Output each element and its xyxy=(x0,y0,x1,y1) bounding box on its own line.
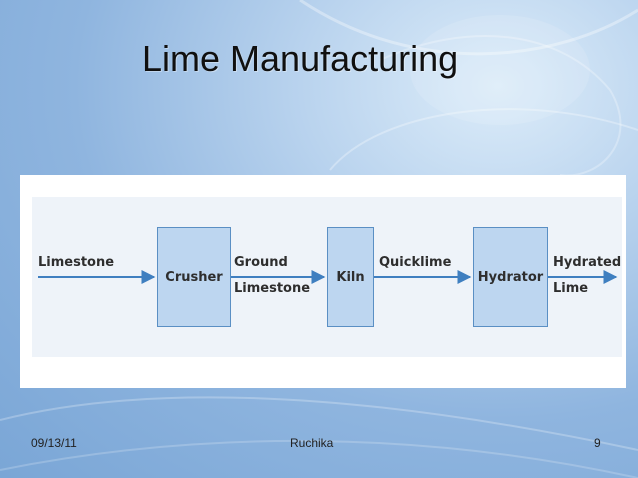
process-flow-diagram: Crusher Kiln Hydrator Limestone Ground L… xyxy=(32,197,622,357)
flow-label-quicklime: Quicklime xyxy=(379,255,452,270)
hydrator-label: Hydrator xyxy=(477,269,544,285)
footer-date: 09/13/11 xyxy=(31,436,77,450)
flow-arrows xyxy=(38,270,618,284)
slide-title: Lime Manufacturing xyxy=(142,38,459,79)
flow-label-ground-limestone: Limestone xyxy=(234,281,311,296)
flow-label-ground: Ground xyxy=(234,255,288,270)
flow-label-hydrated: Hydrated xyxy=(553,255,622,270)
kiln-node: Kiln xyxy=(327,227,374,327)
hydrator-node: Hydrator xyxy=(473,227,548,327)
crusher-label: Crusher xyxy=(165,269,223,285)
footer-author: Ruchika xyxy=(290,436,334,450)
crusher-node: Crusher xyxy=(157,227,231,327)
flow-label-limestone: Limestone xyxy=(38,255,115,270)
diagram-frame: Crusher Kiln Hydrator Limestone Ground L… xyxy=(20,175,626,388)
flow-label-hydrated-lime: Lime xyxy=(553,281,589,296)
footer-page-number: 9 xyxy=(594,436,601,450)
kiln-label: Kiln xyxy=(336,269,365,285)
